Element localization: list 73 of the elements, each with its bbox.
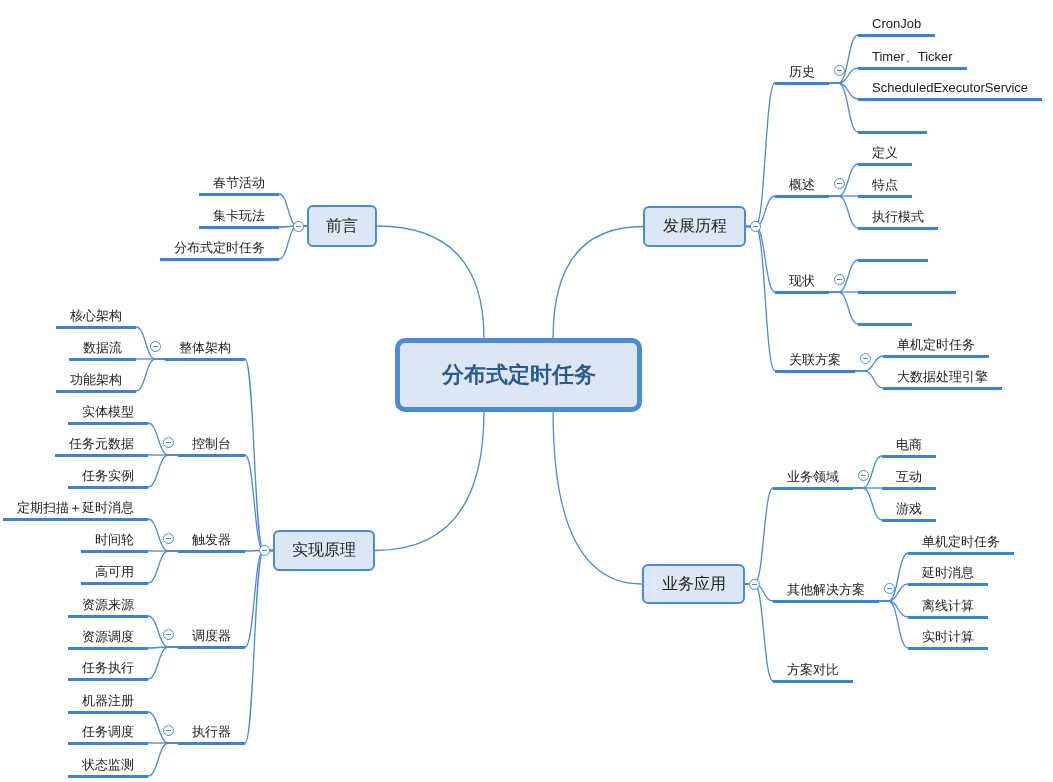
subtopic-label: 状态监测 <box>68 753 148 778</box>
subtopic-label: 互动 <box>882 465 936 490</box>
underline-bar <box>858 322 912 326</box>
branch-line <box>147 742 179 777</box>
topic-box: 发展历程 <box>643 206 746 247</box>
branch-line <box>552 411 643 585</box>
topic-box: 前言 <box>307 205 377 247</box>
underline-bar <box>858 290 956 294</box>
branch-line <box>135 358 166 392</box>
subtopic-label: 核心架构 <box>56 304 136 329</box>
branch-line <box>828 82 859 133</box>
subtopic-label: 实时计算 <box>908 625 988 650</box>
subtopic-label: 任务调度 <box>68 720 148 745</box>
subtopic-label: 触发器 <box>178 528 245 553</box>
subtopic-label: 执行模式 <box>858 205 938 230</box>
underline-bar <box>858 258 928 262</box>
subtopic-label: 概述 <box>775 173 829 198</box>
subtopic-label: 单机定时任务 <box>908 530 1014 555</box>
branch-line <box>147 646 179 680</box>
branch-line <box>878 600 909 649</box>
subtopic-label: Timer、Ticker <box>858 45 967 70</box>
branch-line <box>828 195 859 229</box>
branch-line <box>374 411 485 552</box>
branch-line <box>278 225 308 260</box>
subtopic-label: 资源来源 <box>68 593 148 618</box>
subtopic-label: ScheduledExecutorService <box>858 76 1043 101</box>
subtopic-label: 业务领域 <box>773 465 853 490</box>
subtopic-label: 整体架构 <box>165 336 245 361</box>
branch-line <box>147 454 179 488</box>
subtopic-label: 实体模型 <box>68 400 148 425</box>
subtopic-label: 关联方案 <box>775 348 855 373</box>
branch-line <box>854 370 884 389</box>
subtopic-label: 控制台 <box>178 432 245 457</box>
subtopic-label: 高可用 <box>81 560 148 585</box>
subtopic-label: 功能架构 <box>56 368 136 393</box>
subtopic-label: 离线计算 <box>908 594 988 619</box>
subtopic-label: 任务实例 <box>68 464 148 489</box>
branch-line <box>828 291 859 325</box>
subtopic-label: 游戏 <box>882 497 936 522</box>
subtopic-label: 调度器 <box>178 624 245 649</box>
subtopic-label: 任务元数据 <box>55 432 148 457</box>
subtopic-label: 机器注册 <box>68 689 148 714</box>
branch-line <box>552 225 644 339</box>
subtopic-label: 任务执行 <box>68 656 148 681</box>
topic-box: 业务应用 <box>642 564 745 604</box>
branch-line <box>244 549 274 744</box>
subtopic-label: 执行器 <box>178 720 245 745</box>
subtopic-label: 现状 <box>775 269 829 294</box>
subtopic-label: 大数据处理引擎 <box>883 365 1002 390</box>
subtopic-label: 春节活动 <box>199 171 279 196</box>
subtopic-label: 单机定时任务 <box>883 333 989 358</box>
branch-line <box>744 583 774 682</box>
subtopic-label: 数据流 <box>69 336 136 361</box>
subtopic-label: 集卡玩法 <box>199 204 279 229</box>
subtopic-label: 其他解决方案 <box>773 578 879 603</box>
underline-bar <box>858 130 927 134</box>
subtopic-label: 资源调度 <box>68 625 148 650</box>
branch-line <box>852 487 883 521</box>
subtopic-label: CronJob <box>858 12 936 37</box>
branch-line <box>745 225 776 372</box>
subtopic-label: 方案对比 <box>773 658 853 683</box>
subtopic-label: 历史 <box>775 60 829 85</box>
subtopic-label: 延时消息 <box>908 561 988 586</box>
subtopic-label: 电商 <box>882 433 936 458</box>
subtopic-label: 特点 <box>858 173 912 198</box>
subtopic-label: 定期扫描＋延时消息 <box>3 496 148 521</box>
branch-line <box>376 225 485 339</box>
central-topic-box: 分布式定时任务 <box>395 338 642 412</box>
topic-box: 实现原理 <box>273 530 375 571</box>
branch-line <box>147 550 179 584</box>
subtopic-label: 定义 <box>858 141 912 166</box>
subtopic-label: 分布式定时任务 <box>160 236 279 261</box>
subtopic-label: 时间轮 <box>81 528 148 553</box>
